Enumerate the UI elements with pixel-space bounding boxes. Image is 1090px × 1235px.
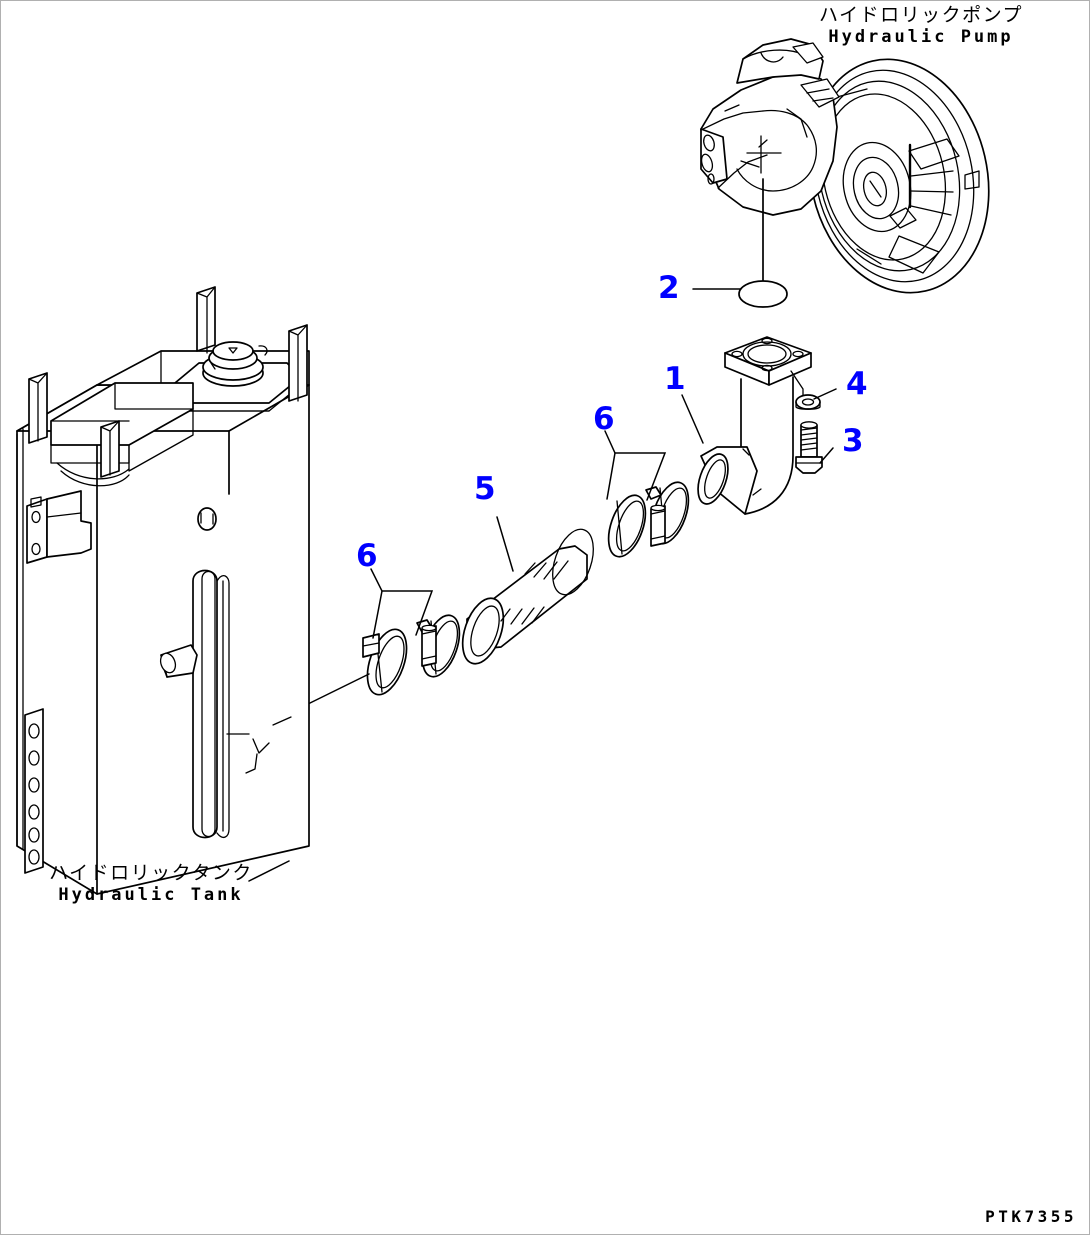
leader-line-5 [496,516,514,572]
leader-line-tank-to-hose [307,673,370,705]
break-line-symbol [252,738,270,754]
part-4-washer [790,370,821,410]
leader-line-3 [819,447,834,464]
callout-6-right: 6 [593,401,615,437]
tank-drain-valve [159,644,198,678]
leader-line-1 [681,394,704,444]
callout-1: 1 [664,361,686,397]
callout-3: 3 [842,423,864,459]
part-6-hose-clamp-right-pair [604,430,690,558]
hydraulic-pump-group [700,38,990,294]
hose-clamp [362,624,437,696]
tank-outlet-boss [197,507,217,531]
hydraulic-pump-label-en: Hydraulic Pump [828,26,1014,47]
hydraulic-pump-label-jp: ハイドロリックポンプ [818,4,1024,26]
callout-5: 5 [474,471,496,507]
pump-bell-housing [808,58,990,294]
hydraulic-tank-label: ハイドロリックタンク Hydraulic Tank [21,862,281,906]
hose-clamp [607,494,666,558]
callout-4: 4 [846,366,868,402]
break-line-symbol [245,753,258,774]
leader-line-4 [813,388,837,400]
tank-inspection-cover [50,382,194,487]
hydraulic-tank-label-en: Hydraulic Tank [58,884,244,905]
tank-perforated-strap [24,708,44,874]
part-3-bolt [795,421,823,474]
drawing-number: PTK7355 [985,1207,1077,1226]
hydraulic-pump-label: ハイドロリックポンプ Hydraulic Pump [771,4,1071,48]
hydraulic-tank-label-jp: ハイドロリックタンク [49,862,253,884]
part-6-hose-clamp-left-pair [362,568,461,696]
part-1-tube-elbow [697,336,812,515]
part-2-gasket [738,178,788,308]
break-line-symbol [272,716,292,726]
tank-filler-cap [162,341,302,412]
tank-mounting-bracket [26,490,92,564]
callout-6-left: 6 [356,538,378,574]
tank-sight-gauge [192,569,230,839]
part-5-hose [461,528,594,665]
hydraulic-tank-group [16,286,310,895]
tank-post [196,286,216,352]
callout-2: 2 [658,270,680,306]
pump-body [700,38,840,216]
